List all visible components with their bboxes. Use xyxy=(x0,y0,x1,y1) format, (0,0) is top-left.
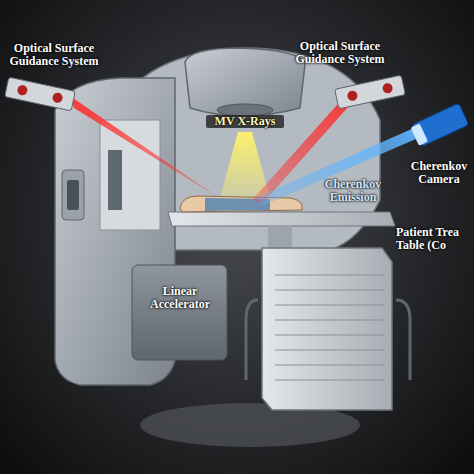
couch-top xyxy=(168,212,395,226)
side-panel-slot xyxy=(67,180,79,210)
stand-face xyxy=(132,265,227,360)
couch-handle xyxy=(246,300,258,380)
side-panel xyxy=(62,170,84,220)
cherenkov-beam xyxy=(255,128,418,206)
beam-label: MV X-Rays xyxy=(206,115,284,128)
couch-slats xyxy=(275,275,385,380)
device-label: Optical Surface Guidance System xyxy=(288,40,392,66)
stand-window xyxy=(108,150,122,210)
couch-handle xyxy=(396,300,410,380)
stand-panel xyxy=(100,120,160,230)
device-label: Cherenkov Camera xyxy=(406,160,472,186)
patient xyxy=(180,196,302,212)
couch-arm xyxy=(268,226,292,248)
osgs-camera-left xyxy=(5,77,76,111)
optical-beam-left xyxy=(70,96,232,206)
device-label: Linear Accelerator xyxy=(138,285,222,311)
emission-label: Cherenkov Emission xyxy=(316,178,390,204)
device-label: Patient Trea Table (Co xyxy=(396,226,472,252)
couch-pedestal xyxy=(262,248,392,410)
gantry-head xyxy=(185,48,305,116)
osgs-camera-right xyxy=(335,75,406,109)
cherenkov-camera xyxy=(410,103,469,148)
device-label: Optical Surface Guidance System xyxy=(4,42,104,68)
